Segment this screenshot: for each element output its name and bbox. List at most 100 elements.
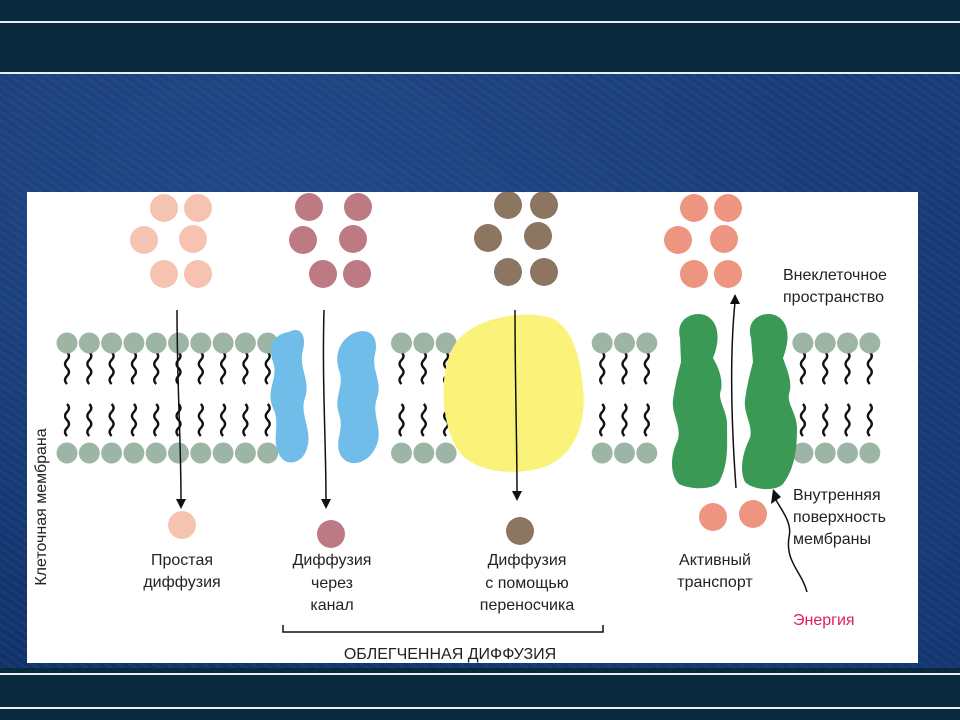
lipid-tail — [219, 350, 227, 386]
lipid-tail — [420, 350, 427, 386]
lipid-tail — [264, 402, 271, 438]
lipid-tail — [398, 350, 405, 386]
lipid-tail — [219, 402, 227, 438]
lipid-tail — [621, 402, 628, 438]
arrowhead-active — [730, 294, 740, 304]
carrier-diffusion-molecule — [530, 192, 558, 219]
lipid-head — [792, 332, 814, 354]
pump-protein-left — [672, 314, 728, 489]
facilitated-bracket — [282, 625, 604, 633]
lipid-head — [168, 332, 189, 354]
lipid-head — [413, 332, 435, 354]
carrier-diffusion-molecule — [506, 517, 534, 545]
title-rule-top — [0, 21, 960, 23]
arrowhead-simple — [176, 499, 186, 509]
lipid-tail — [822, 402, 829, 438]
lipid-tail — [643, 350, 650, 386]
lipid-head — [78, 332, 100, 354]
lipid-tail — [599, 402, 606, 438]
carrier-diffusion-label-line3: переносчика — [479, 597, 575, 614]
lipid-tail — [108, 350, 115, 386]
lipid-heads — [56, 332, 881, 464]
active-transport-molecule — [664, 226, 692, 254]
footer-rule-bottom — [0, 707, 960, 709]
lipid-head — [591, 332, 613, 354]
inner-surface-label-line3: мембраны — [793, 531, 872, 548]
molecules — [130, 192, 767, 548]
lipid-head — [814, 442, 836, 464]
active-transport-molecule — [680, 260, 708, 288]
simple-diffusion-molecule — [184, 194, 212, 222]
simple-diffusion-molecule — [130, 226, 158, 254]
lipid-head — [168, 442, 189, 464]
carrier-diffusion-arrow — [514, 309, 518, 493]
lipid-head — [636, 332, 658, 354]
active-transport-arrow — [730, 301, 737, 489]
lipid-head — [614, 442, 635, 464]
carrier-protein — [443, 314, 584, 472]
simple-diffusion-molecule — [184, 260, 212, 288]
carrier-diffusion-molecule — [494, 258, 522, 286]
membrane-diagram-svg — [56, 192, 881, 633]
lipid-head — [145, 332, 167, 354]
active-transport-molecule — [714, 260, 742, 288]
lipid-tail — [264, 350, 271, 386]
carrier-diffusion-molecule — [530, 258, 558, 286]
lipid-tail — [130, 402, 138, 438]
simple-diffusion-label-line2: диффузия — [143, 574, 221, 591]
lipid-tail — [398, 402, 405, 438]
lipid-head — [123, 442, 145, 464]
lipid-head — [56, 442, 78, 464]
lipid-head — [614, 332, 635, 354]
lipid-head — [212, 332, 234, 354]
simple-diffusion-arrow — [176, 309, 182, 501]
lipid-tail — [420, 402, 427, 438]
inner-surface-label-line2: поверхность — [793, 509, 886, 526]
extracellular-label-line1: Внеклеточное — [783, 267, 887, 284]
lipid-head — [391, 332, 412, 354]
title-rule-bottom — [0, 72, 960, 74]
lipid-head — [56, 332, 78, 354]
carrier-diffusion-molecule — [474, 224, 502, 252]
lipid-head — [101, 332, 123, 354]
channel-diffusion-label-line3: канал — [310, 597, 354, 614]
lipid-tail — [799, 350, 807, 386]
channel-diffusion-molecule — [339, 225, 367, 253]
channel-diffusion-molecule — [295, 193, 323, 221]
lipid-head — [145, 442, 167, 464]
lipid-head — [837, 442, 858, 464]
lipid-tail — [643, 402, 650, 438]
footer-rule-top — [0, 673, 960, 675]
lipid-tail — [844, 350, 851, 386]
lipid-tail — [621, 350, 628, 386]
lipid-head — [792, 442, 814, 464]
active-transport-molecule — [699, 503, 727, 531]
lipid-head — [257, 442, 279, 464]
lipid-tail — [844, 402, 851, 438]
lipid-head — [123, 332, 145, 354]
arrowhead-energy — [771, 489, 781, 504]
lipid-tail — [153, 402, 160, 438]
cell-membrane-label: Клеточная мембрана — [33, 428, 50, 586]
lipid-tail — [130, 350, 138, 386]
extracellular-label-line2: пространство — [783, 289, 884, 306]
channel-diffusion-molecule — [289, 226, 317, 254]
lipid-head — [391, 442, 412, 464]
channel-diffusion-molecule — [317, 520, 345, 548]
inner-surface-label-line1: Внутренняя — [793, 487, 881, 504]
lipid-tail — [86, 350, 93, 386]
lipid-head — [190, 442, 212, 464]
lipid-tail — [108, 402, 115, 438]
channel-protein-right — [337, 331, 379, 464]
channel-diffusion-arrow — [322, 309, 327, 501]
lipid-head — [101, 442, 123, 464]
lipid-tail — [242, 402, 249, 438]
arrowhead-channel — [321, 499, 331, 509]
channel-diffusion-molecule — [309, 260, 337, 288]
lipid-tail — [63, 402, 71, 438]
lipid-head — [413, 442, 435, 464]
energy-label: Энергия — [793, 612, 855, 629]
lipid-head — [859, 442, 881, 464]
lipid-tail — [242, 350, 249, 386]
channel-protein-left — [270, 330, 309, 463]
